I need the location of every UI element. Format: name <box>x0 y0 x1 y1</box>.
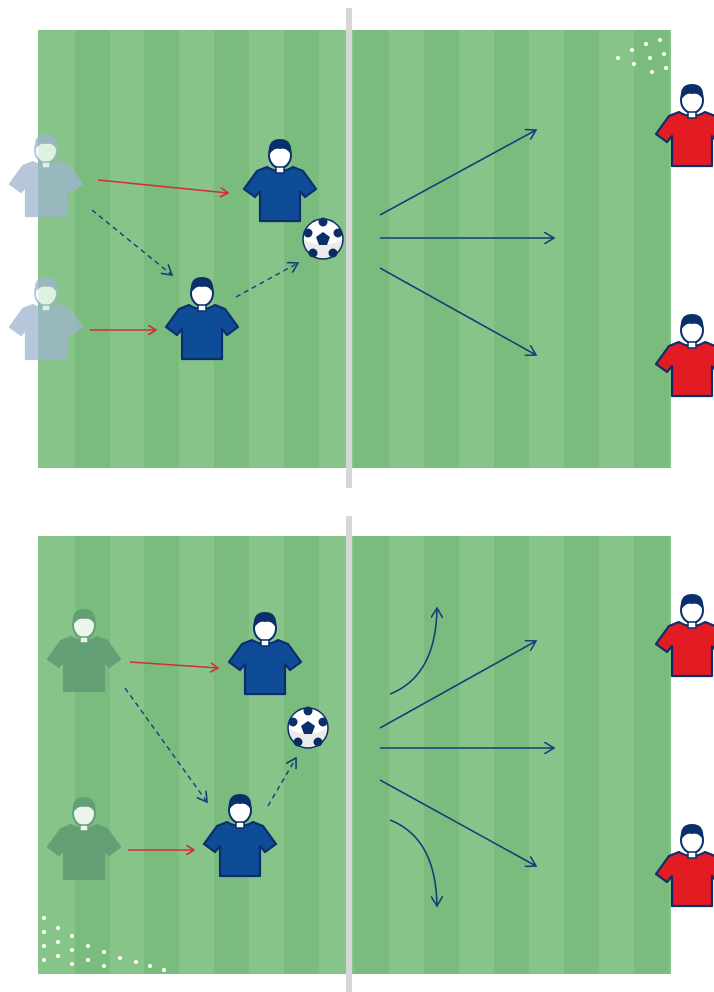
pitch-stripe <box>424 30 459 468</box>
pitch-stripe <box>75 30 110 468</box>
player-neck <box>42 305 50 311</box>
pitch-top <box>38 8 671 488</box>
ball-patch <box>289 718 298 727</box>
player-neck <box>688 112 696 118</box>
player-neck <box>236 822 244 828</box>
player-neck <box>688 342 696 348</box>
player-neck <box>80 637 88 643</box>
pitch-stripe <box>214 30 249 468</box>
ball-patch <box>304 707 313 716</box>
player-neck <box>688 852 696 858</box>
pitch-stripes <box>75 536 669 974</box>
ball-patch <box>319 218 328 227</box>
player-neck <box>276 167 284 173</box>
soccer-ball-icon <box>303 218 343 260</box>
pitch-stripe <box>424 536 459 974</box>
player-neck <box>42 162 50 168</box>
pitch-stripe <box>214 536 249 974</box>
pitch-stripe <box>75 536 110 974</box>
pitch-stripe <box>564 30 599 468</box>
pitch-stripe <box>284 536 319 974</box>
player-neck <box>198 305 206 311</box>
pitch-stripe <box>494 536 529 974</box>
pitch-stripe <box>564 536 599 974</box>
pitch-stripe <box>634 536 669 974</box>
ball-patch <box>334 229 343 238</box>
pitch-stripe <box>144 30 179 468</box>
ball-patch <box>319 718 328 727</box>
player-neck <box>261 640 269 646</box>
ball-patch <box>304 229 313 238</box>
pitch-bottom <box>38 516 671 992</box>
pitch-stripes <box>75 30 669 468</box>
player-neck <box>80 825 88 831</box>
player-neck <box>688 622 696 628</box>
soccer-ball-icon <box>288 707 328 749</box>
pitch-stripe <box>634 30 669 468</box>
pitch-stripe <box>494 30 529 468</box>
pitch-stripe <box>354 536 389 974</box>
pitch-stripe <box>354 30 389 468</box>
